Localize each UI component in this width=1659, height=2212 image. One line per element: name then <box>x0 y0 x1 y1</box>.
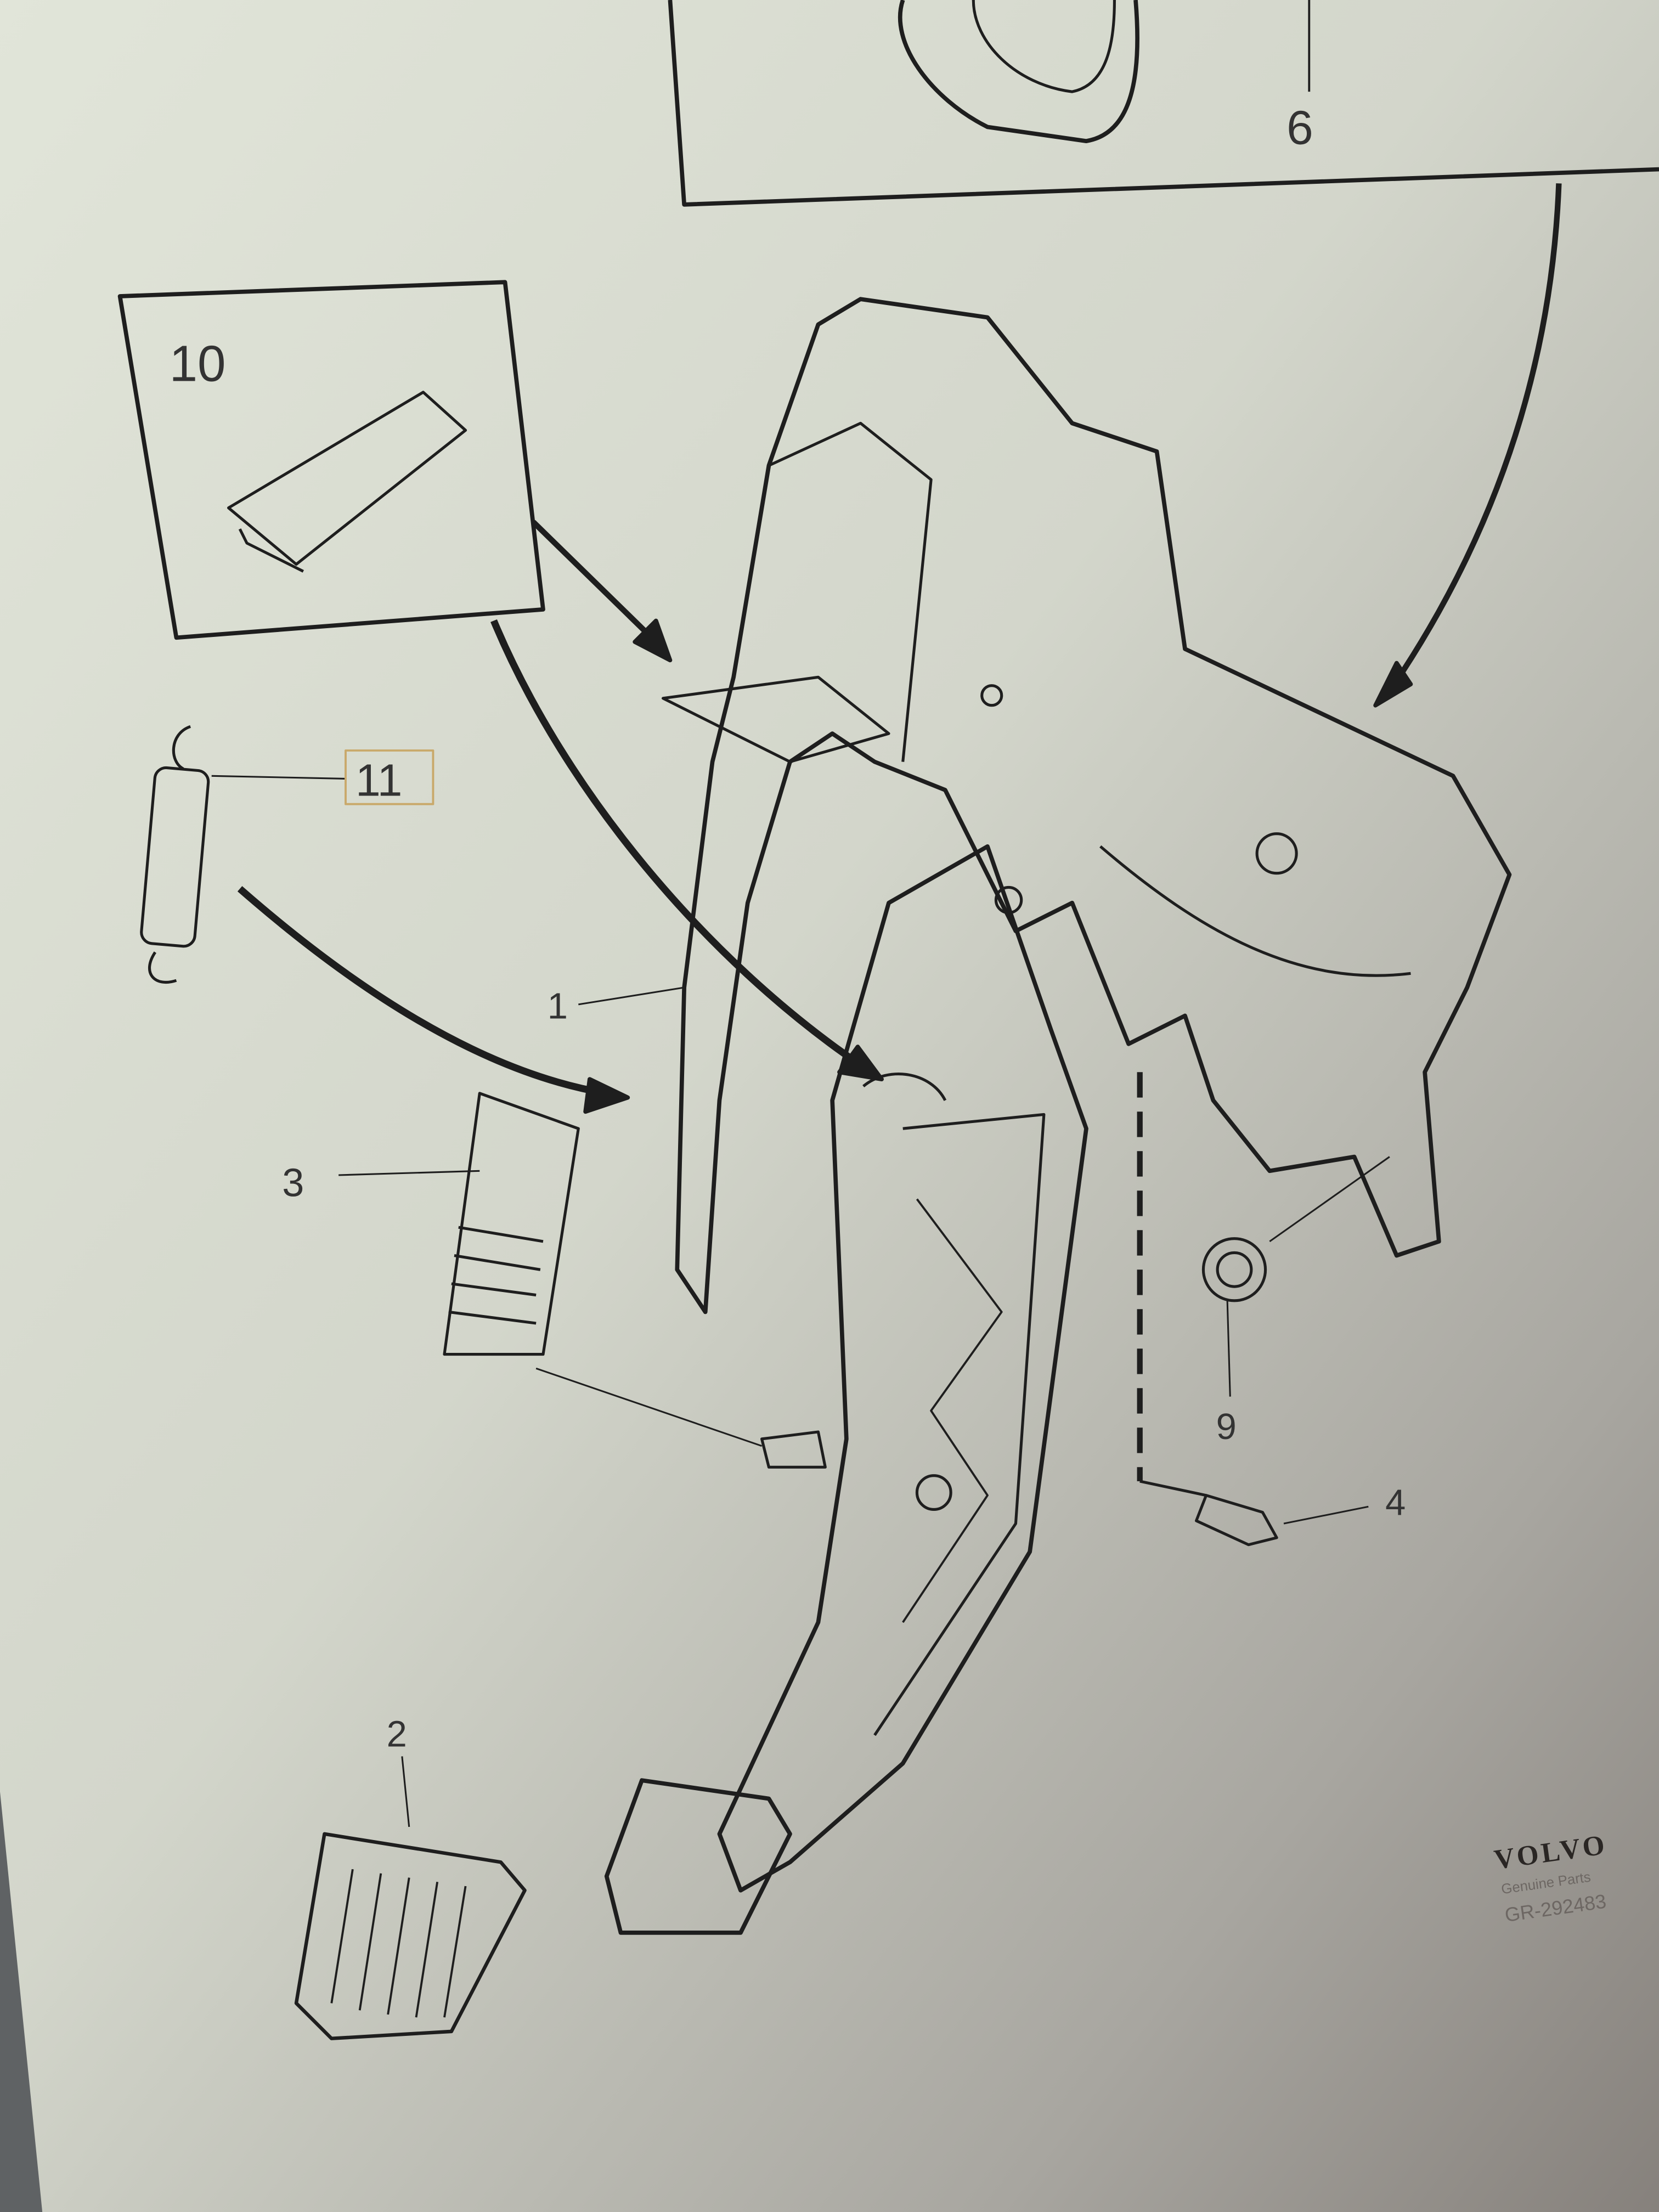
callout-2: 2 <box>387 1713 407 1754</box>
inset-box-part-6 <box>668 0 1659 207</box>
callout-6: 6 <box>1286 100 1313 154</box>
pedal-pad-part-2 <box>294 1756 527 2040</box>
arrow-part-10 <box>531 520 658 644</box>
bushing-part-9 <box>1201 1156 1390 1397</box>
callout-11: 11 <box>356 755 402 805</box>
callout-1: 1 <box>548 986 568 1027</box>
pin-part-4 <box>1195 1494 1369 1547</box>
spring-part-11 <box>140 725 346 984</box>
callout-10: 10 <box>170 335 226 392</box>
clutch-pedal-arm <box>604 844 1088 1935</box>
inset-box-part-10 <box>117 280 545 640</box>
callout-box-11 <box>345 749 435 805</box>
callout-9: 9 <box>1216 1406 1237 1447</box>
arrow-part-6 <box>1387 183 1562 693</box>
helper-spring-part-3 <box>338 1092 827 1469</box>
arrow-part-11 <box>490 619 863 1068</box>
arrow-part-3 <box>237 886 607 1097</box>
callout-3: 3 <box>282 1161 304 1205</box>
callout-4: 4 <box>1385 1482 1406 1523</box>
